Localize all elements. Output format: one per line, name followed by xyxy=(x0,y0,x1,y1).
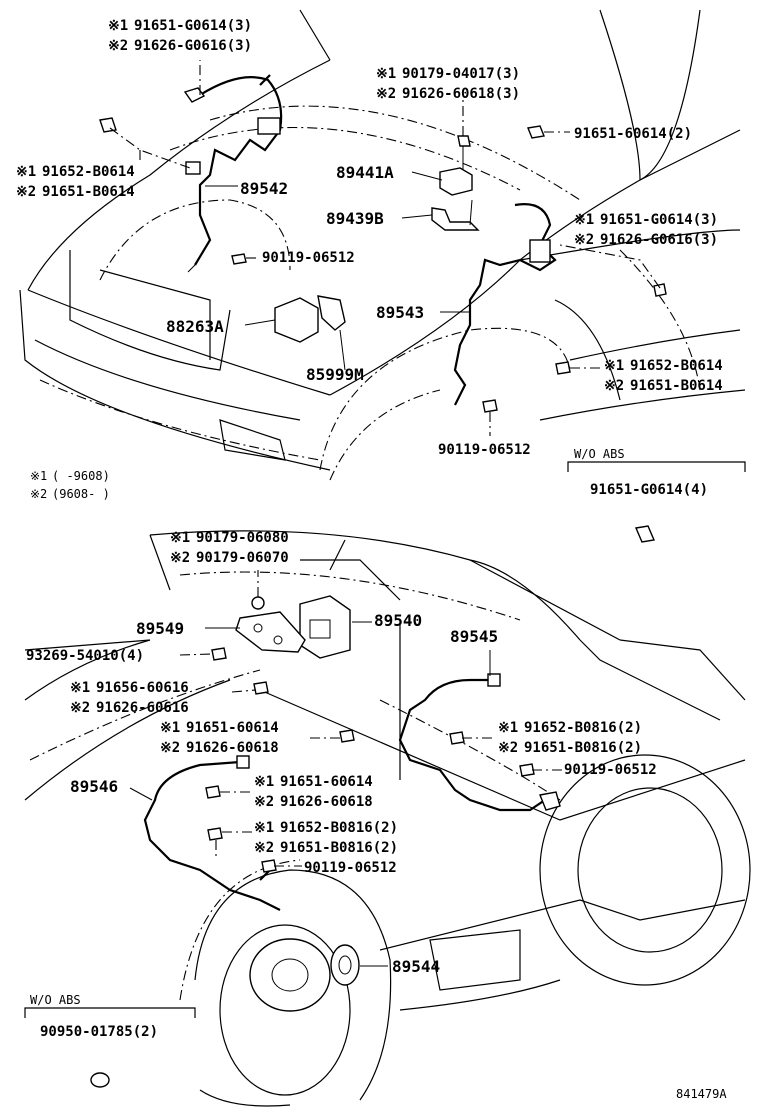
mark-2-i: ※2 xyxy=(160,740,180,756)
part-label-e1: 91651-G0614(3) xyxy=(600,212,718,228)
leader-lines-top xyxy=(109,60,661,436)
note-code-1: ( -9608) xyxy=(52,469,110,483)
part-label-k1: 91651-60614 xyxy=(280,774,373,790)
woabs-part-top: 91651-G0614(4) xyxy=(590,482,708,498)
mark-1-a: ※1 xyxy=(108,18,128,34)
bolt-set-bottom xyxy=(90,647,535,1088)
part-label-a2: 91626-G0616(3) xyxy=(134,38,252,54)
part-label-b2: 91651-B0614 xyxy=(42,184,135,200)
part-label-l2: 91651-B0816(2) xyxy=(280,840,398,856)
part-label-l1: 91652-B0816(2) xyxy=(280,820,398,836)
leader-lines-bottom xyxy=(24,570,562,1018)
figure-code: 841479A xyxy=(676,1087,727,1101)
mark-2-l: ※2 xyxy=(254,840,274,856)
mark-1-l: ※1 xyxy=(254,820,274,836)
mark-1-g: ※1 xyxy=(170,530,190,546)
part-label-h1: 91656-60616 xyxy=(96,680,189,696)
mark-2-k: ※2 xyxy=(254,794,274,810)
abs-ecu-89540 xyxy=(235,595,351,659)
part-label-d: 91651-60614(2) xyxy=(574,126,692,142)
part-label-85999m: 85999M xyxy=(306,365,364,384)
part-label-89441a: 89441A xyxy=(336,163,394,182)
speed-sensor-wire-89543 xyxy=(453,203,557,406)
part-label-e2: 91626-G0616(3) xyxy=(600,232,718,248)
sensor-bracket-89441A xyxy=(431,140,480,231)
part-label-89546: 89546 xyxy=(70,777,118,796)
woabs-bracket-top xyxy=(567,461,746,472)
part-label-k2: 91626-60618 xyxy=(280,794,373,810)
part-label-g2: 90179-06070 xyxy=(196,550,289,566)
labels: ※1 91651-G0614(3) ※2 91626-G0616(3) ※1 9… xyxy=(16,18,727,1101)
part-label-90119-d: 90119-06512 xyxy=(304,860,397,876)
part-label-89542: 89542 xyxy=(240,179,288,198)
woabs-title-bottom: W/O ABS xyxy=(30,993,81,1007)
part-label-a1: 91651-G0614(3) xyxy=(134,18,252,34)
mark-2-j: ※2 xyxy=(498,740,518,756)
part-label-g1: 90179-06080 xyxy=(196,530,289,546)
mark-1-h: ※1 xyxy=(70,680,90,696)
part-label-90119-a: 90119-06512 xyxy=(262,250,355,266)
part-label-89439b: 89439B xyxy=(326,209,384,228)
part-label-h2: 91626-60616 xyxy=(96,700,189,716)
mark-1-k: ※1 xyxy=(254,774,274,790)
part-label-93269: 93269-54010(4) xyxy=(26,648,144,664)
part-label-89544: 89544 xyxy=(392,957,440,976)
mark-2-c: ※2 xyxy=(376,86,396,102)
mark-1-i: ※1 xyxy=(160,720,180,736)
part-label-89543: 89543 xyxy=(376,303,424,322)
part-label-90119-b: 90119-06512 xyxy=(438,442,531,458)
woabs-title-top: W/O ABS xyxy=(574,447,625,461)
part-label-j1: 91652-B0816(2) xyxy=(524,720,642,736)
speed-sensor-wire-89542 xyxy=(185,74,283,273)
mark-1-e: ※1 xyxy=(574,212,594,228)
rear-body-outline xyxy=(24,530,751,1107)
mark-1-j: ※1 xyxy=(498,720,518,736)
note-mark-2: ※2 xyxy=(30,487,47,501)
part-label-89540: 89540 xyxy=(374,611,422,630)
mark-2-e: ※2 xyxy=(574,232,594,248)
bolt-set-top xyxy=(99,87,667,543)
mark-1-c: ※1 xyxy=(376,66,396,82)
part-label-b1: 91652-B0614 xyxy=(42,164,135,180)
part-label-89549: 89549 xyxy=(136,619,184,638)
part-label-i1: 91651-60614 xyxy=(186,720,279,736)
speed-sensor-wire-89545 xyxy=(398,673,561,812)
mark-2-b: ※2 xyxy=(16,184,36,200)
mark-2-g: ※2 xyxy=(170,550,190,566)
part-label-f2: 91651-B0614 xyxy=(630,378,723,394)
part-label-c2: 91626-60618(3) xyxy=(402,86,520,102)
front-body-outline xyxy=(19,9,746,481)
mark-1-b: ※1 xyxy=(16,164,36,180)
part-label-i2: 91626-60618 xyxy=(186,740,279,756)
mark-2-a: ※2 xyxy=(108,38,128,54)
part-label-88263a: 88263A xyxy=(166,317,224,336)
note-mark-1: ※1 xyxy=(30,469,47,483)
connector-assembly xyxy=(274,295,346,371)
woabs-part-bottom: 90950-01785(2) xyxy=(40,1024,158,1040)
mark-2-h: ※2 xyxy=(70,700,90,716)
part-label-j2: 91651-B0816(2) xyxy=(524,740,642,756)
hub-89544 xyxy=(249,938,360,1012)
part-label-90119-c: 90119-06512 xyxy=(564,762,657,778)
part-label-f1: 91652-B0614 xyxy=(630,358,723,374)
note-code-2: (9608- ) xyxy=(52,487,110,501)
part-label-c1: 90179-04017(3) xyxy=(402,66,520,82)
mark-2-f: ※2 xyxy=(604,378,624,394)
mark-1-f: ※1 xyxy=(604,358,624,374)
part-label-89545: 89545 xyxy=(450,627,498,646)
